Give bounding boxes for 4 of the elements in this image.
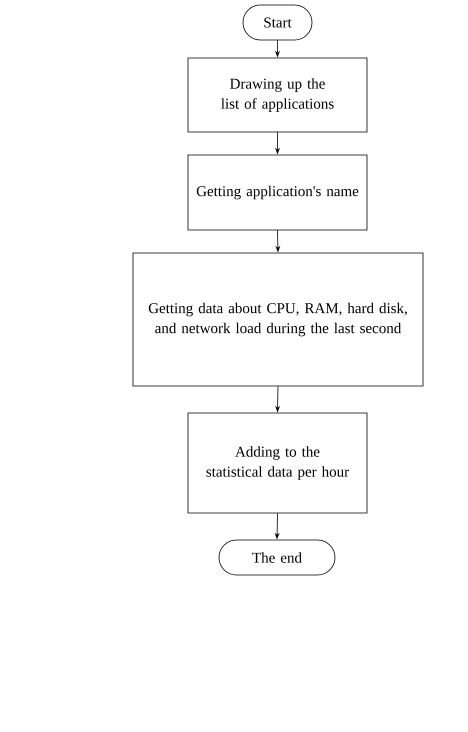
process-box: Adding to the statistical data per hour [188,412,368,514]
process-box: Drawing up the list of applications [188,58,368,132]
process-box: Getting data about CPU, RAM, hard disk, and network load during the last second [132,252,424,386]
process-box: Getting application's name [188,154,368,230]
